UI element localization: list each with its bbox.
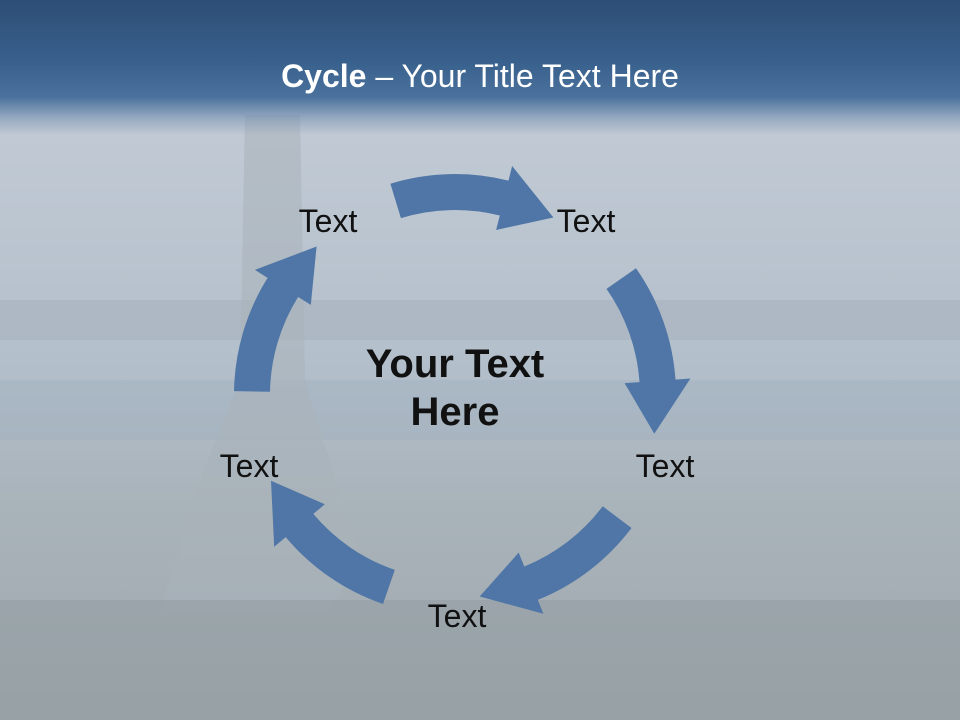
cycle-arrow-2	[606, 268, 691, 434]
center-text-line2: Here	[410, 390, 500, 434]
cycle-label-1: Text	[298, 203, 358, 239]
title-bar	[0, 0, 960, 135]
cycle-arrow-1	[390, 166, 554, 230]
cycle-arrow-4	[271, 480, 395, 604]
cycle-label-5: Text	[219, 448, 279, 484]
center-text-line1: Your Text	[365, 342, 545, 386]
title-bold: Cycle	[281, 58, 367, 94]
slide-title: Cycle – Your Title Text Here	[0, 56, 960, 96]
center-text: Your Text Here	[335, 340, 575, 436]
cycle-label-4: Text	[427, 598, 487, 634]
cycle-label-2: Text	[556, 203, 616, 239]
cycle-arrow-3	[479, 506, 632, 614]
cycle-arrow-5	[234, 246, 317, 392]
cycle-label-3: Text	[635, 448, 695, 484]
title-rest: – Your Title Text Here	[366, 58, 679, 94]
